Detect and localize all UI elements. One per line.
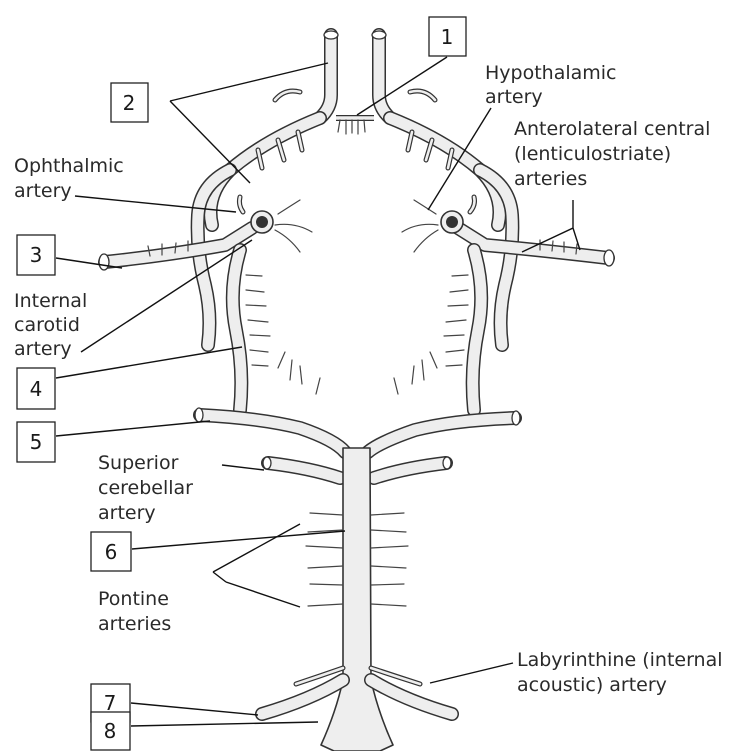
svg-text:artery: artery: [485, 86, 543, 108]
number-box-8: 8: [91, 712, 130, 750]
svg-text:cerebellar: cerebellar: [98, 477, 193, 499]
pontine-arteries-label: Pontine arteries: [98, 588, 171, 635]
svg-text:carotid: carotid: [14, 314, 80, 336]
svg-text:Labyrinthine (internal: Labyrinthine (internal: [517, 649, 723, 671]
posterior-cerebral-arteries: [195, 408, 520, 452]
svg-text:artery: artery: [98, 502, 156, 524]
number-box-6: 6: [91, 532, 131, 571]
svg-text:artery: artery: [14, 180, 72, 202]
svg-text:Ophthalmic: Ophthalmic: [14, 155, 124, 177]
svg-text:arteries: arteries: [514, 168, 587, 190]
superior-cerebellar-artery-label: Superior cerebellar artery: [98, 452, 193, 524]
svg-text:1: 1: [441, 25, 454, 49]
svg-text:4: 4: [30, 377, 43, 401]
svg-text:arteries: arteries: [98, 613, 171, 635]
hypothalamic-artery-label: Hypothalamic artery: [485, 62, 617, 108]
number-box-5: 5: [17, 422, 55, 462]
svg-text:3: 3: [30, 243, 43, 267]
anterior-cerebral-arteries: [275, 31, 435, 134]
basilar-artery: [262, 448, 452, 751]
svg-text:2: 2: [123, 91, 136, 115]
internal-carotid-sections: [239, 197, 474, 252]
middle-cerebral-arteries: [99, 228, 614, 270]
number-box-4: 4: [17, 368, 55, 409]
svg-text:Internal: Internal: [14, 290, 87, 312]
ophthalmic-artery-label: Ophthalmic artery: [14, 155, 124, 202]
number-box-2: 2: [111, 83, 148, 122]
number-box-3: 3: [17, 235, 55, 275]
labyrinthine-artery-label: Labyrinthine (internal acoustic) artery: [517, 649, 723, 696]
internal-carotid-artery-label: Internal carotid artery: [14, 290, 87, 360]
svg-text:Pontine: Pontine: [98, 588, 169, 610]
svg-text:8: 8: [104, 719, 117, 743]
svg-text:acoustic) artery: acoustic) artery: [517, 674, 667, 696]
posterior-communicating-arteries: [233, 250, 481, 410]
svg-text:5: 5: [30, 430, 43, 454]
svg-text:6: 6: [105, 540, 118, 564]
svg-text:(lenticulostriate): (lenticulostriate): [514, 143, 671, 165]
svg-text:Anterolateral central: Anterolateral central: [514, 118, 710, 140]
svg-text:Superior: Superior: [98, 452, 179, 474]
anterolateral-central-arteries-label: Anterolateral central (lenticulostriate)…: [514, 118, 710, 190]
svg-text:Hypothalamic: Hypothalamic: [485, 62, 617, 84]
number-box-1: 1: [429, 17, 466, 56]
svg-text:artery: artery: [14, 338, 72, 360]
